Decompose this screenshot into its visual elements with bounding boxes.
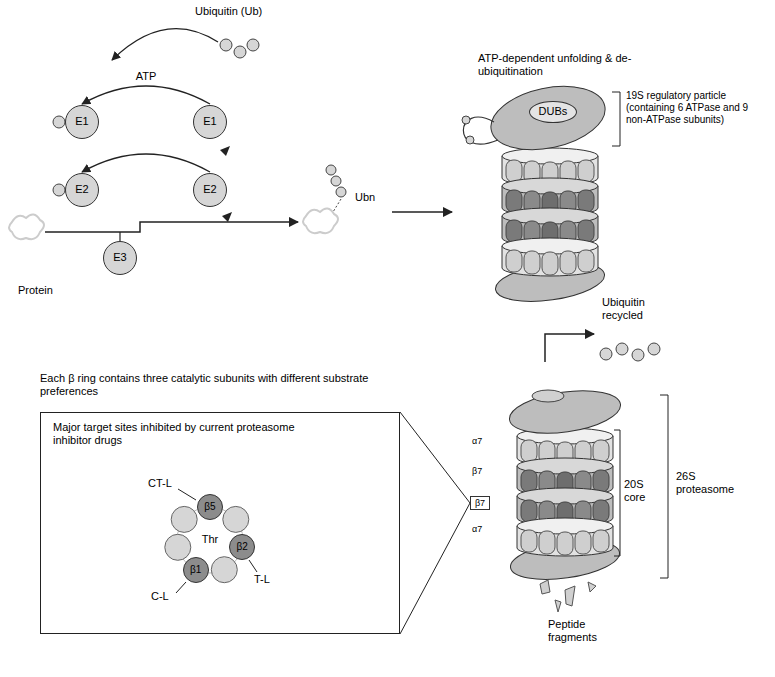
enzyme-circle: E2 [65, 173, 99, 207]
node-text: E2 [75, 183, 88, 196]
node-text: β2 [237, 541, 248, 553]
node-text: β7 [475, 498, 485, 509]
enzyme-circle: E3 [103, 241, 137, 275]
connector [82, 86, 210, 104]
text-label: Peptide fragments [548, 618, 610, 644]
subunit-circle: β2 [229, 534, 255, 560]
text-label: ATP-dependent unfolding & de-ubiquitinat… [478, 52, 648, 78]
text-label: Thr [202, 533, 219, 546]
node-text: E3 [113, 251, 126, 264]
dub-ellipse: DUBs [529, 101, 576, 123]
text-label: α7 [472, 436, 482, 447]
enzyme-circle: E2 [193, 173, 227, 207]
connector [400, 412, 470, 634]
text-label: 26S proteasome [676, 470, 756, 496]
subunit-box: β7 [470, 496, 490, 510]
enzyme-circle: E1 [193, 105, 227, 139]
node-text: E1 [203, 115, 216, 128]
text-label: 19S regulatory particle (containing 6 AT… [626, 90, 768, 126]
text-label: Each β ring contains three catalytic sub… [40, 372, 385, 398]
inset-box: Major target sites inhibited by current … [40, 412, 400, 634]
enzyme-circle: E1 [65, 105, 99, 139]
text-label: Ubiquitin recycled [602, 296, 674, 322]
node-text: E2 [203, 183, 216, 196]
node-text: DUBs [539, 105, 568, 118]
node-text: β1 [190, 564, 201, 576]
text-label: Protein [18, 284, 53, 297]
text-label: α7 [472, 524, 482, 535]
subunit-circle: β5 [197, 494, 223, 520]
text-label: 20S core [624, 478, 664, 504]
subunit-circle: β1 [183, 557, 209, 583]
text-label: β7 [472, 466, 482, 477]
text-label: C-L [151, 590, 169, 603]
text-label: Ubn [355, 191, 375, 204]
node-text: E1 [75, 115, 88, 128]
node-text: β5 [204, 501, 215, 513]
connector [82, 154, 210, 172]
edge-label: ATP [134, 70, 159, 83]
text-label: CT-L [148, 477, 172, 490]
node-text: Major target sites inhibited by current … [53, 421, 313, 447]
text-label: T-L [254, 573, 270, 586]
text-label: Ubiquitin (Ub) [195, 5, 262, 18]
